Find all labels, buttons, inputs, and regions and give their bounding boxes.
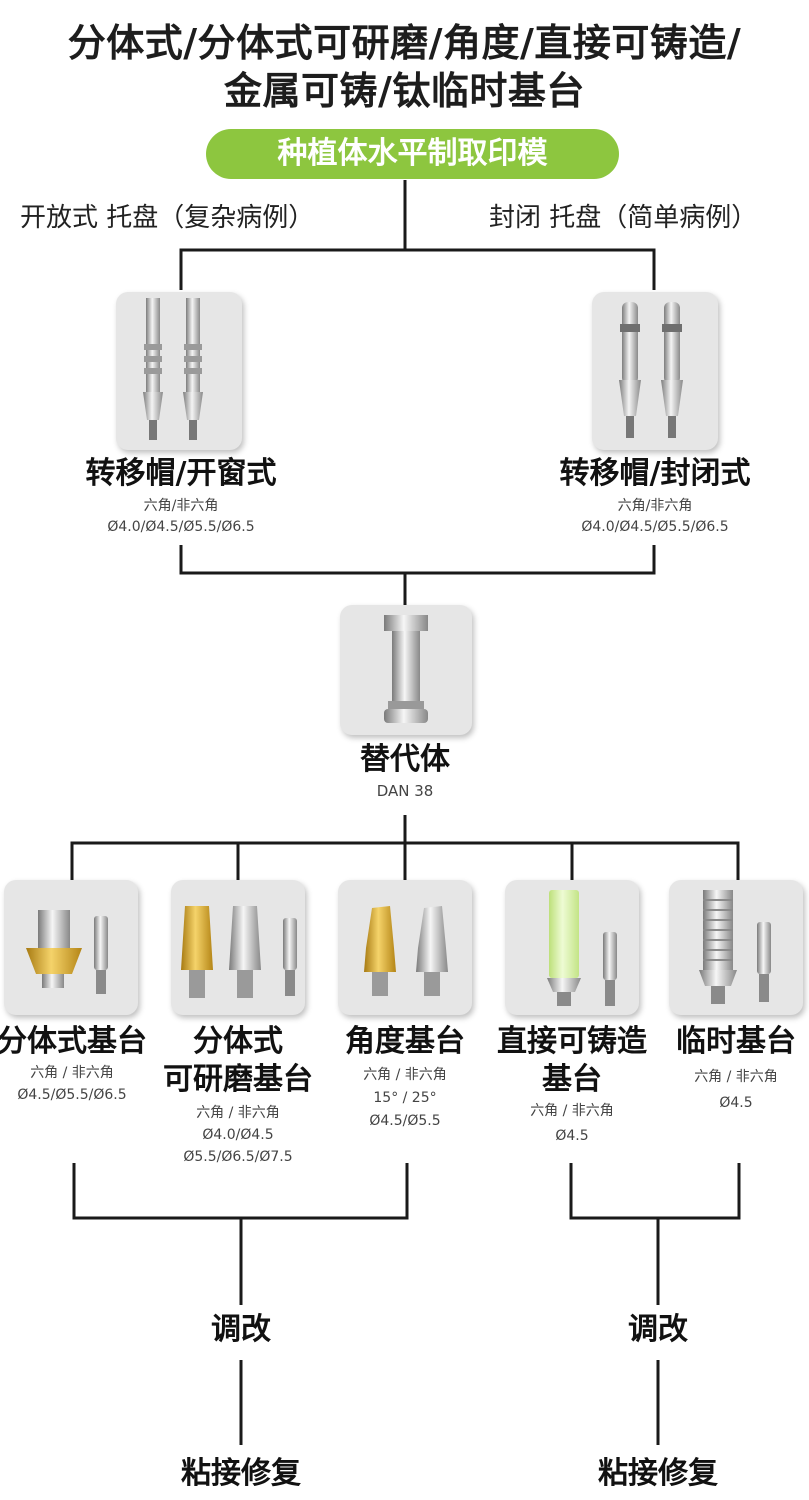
castable-abutment-spec-1: 六角 / 非六角 [530, 1103, 614, 1119]
impression-start-pill: 种植体水平制取印模 [206, 129, 619, 179]
closed-tray-coping-name: 转移帽/封闭式 [559, 456, 751, 491]
angled-abutment-spec-2: 15° / 25° [373, 1090, 437, 1106]
castable-abutment-image [547, 890, 617, 1006]
split-abutment-spec-1: 六角 / 非六角 [30, 1065, 114, 1081]
closed-tray-coping-spec-2: Ø4.0/Ø4.5/Ø5.5/Ø6.5 [581, 519, 729, 535]
millable-abutment-spec-2: Ø4.0/Ø4.5 [202, 1127, 274, 1143]
millable-abutment-card [171, 880, 305, 1015]
angled-abutment-spec-3: Ø4.5/Ø5.5 [369, 1113, 441, 1129]
temporary-abutment-spec-1: 六角 / 非六角 [694, 1069, 778, 1085]
open-tray-coping-spec-1: 六角/非六角 [143, 498, 219, 514]
castable-abutment-name-line-2: 基台 [542, 1062, 602, 1097]
angled-abutment-spec-1: 六角 / 非六角 [363, 1067, 447, 1083]
angled-abutment-image [364, 906, 448, 996]
millable-abutment-spec-3: Ø5.5/Ø6.5/Ø7.5 [183, 1149, 293, 1165]
open-tray-coping-card [116, 292, 242, 450]
angled-abutment-name: 角度基台 [345, 1024, 465, 1059]
temporary-abutment-spec-2: Ø4.5 [719, 1095, 753, 1111]
split-abutment-image [26, 910, 108, 994]
open-tray-coping-spec-2: Ø4.0/Ø4.5/Ø5.5/Ø6.5 [107, 519, 255, 535]
analog-code: DAN 38 [376, 782, 434, 800]
adjust-step-left: 调改 [211, 1312, 271, 1347]
split-abutment-spec-2: Ø4.5/Ø5.5/Ø6.5 [17, 1087, 127, 1103]
temporary-abutment-image [699, 890, 771, 1004]
closed-tray-coping-spec-1: 六角/非六角 [617, 498, 693, 514]
castable-abutment-name-line-1: 直接可铸造 [497, 1024, 647, 1059]
analog-image [384, 615, 428, 723]
open-tray-coping-image [143, 298, 203, 440]
castable-abutment-spec-2: Ø4.5 [555, 1128, 589, 1144]
millable-abutment-spec-1: 六角 / 非六角 [196, 1105, 280, 1121]
open-tray-coping-name: 转移帽/开窗式 [85, 456, 277, 491]
analog-card [340, 605, 472, 735]
adjust-step-right: 调改 [628, 1312, 688, 1347]
angled-abutment-card [338, 880, 472, 1015]
closed-tray-label: 封闭 托盘（简单病例） [489, 203, 758, 233]
cement-restoration-step-right: 粘接修复 [598, 1456, 718, 1491]
closed-tray-coping-card [592, 292, 718, 450]
page-title-line-2: 金属可铸/钛临时基台 [224, 69, 585, 113]
split-abutment-name: 分体式基台 [0, 1024, 147, 1059]
millable-abutment-image [181, 906, 297, 998]
temporary-abutment-card [669, 880, 803, 1015]
split-abutment-card [4, 880, 138, 1015]
open-tray-label: 开放式 托盘（复杂病例） [20, 203, 315, 233]
page-title-line-1: 分体式/分体式可研磨/角度/直接可铸造/ [67, 21, 742, 65]
temporary-abutment-name: 临时基台 [676, 1024, 796, 1059]
millable-abutment-name-line-1: 分体式 [193, 1024, 283, 1059]
analog-name: 替代体 [360, 742, 450, 777]
closed-tray-coping-image [619, 302, 683, 438]
cement-restoration-step-left: 粘接修复 [181, 1456, 301, 1491]
castable-abutment-card [505, 880, 639, 1015]
millable-abutment-name-line-2: 可研磨基台 [163, 1062, 313, 1097]
